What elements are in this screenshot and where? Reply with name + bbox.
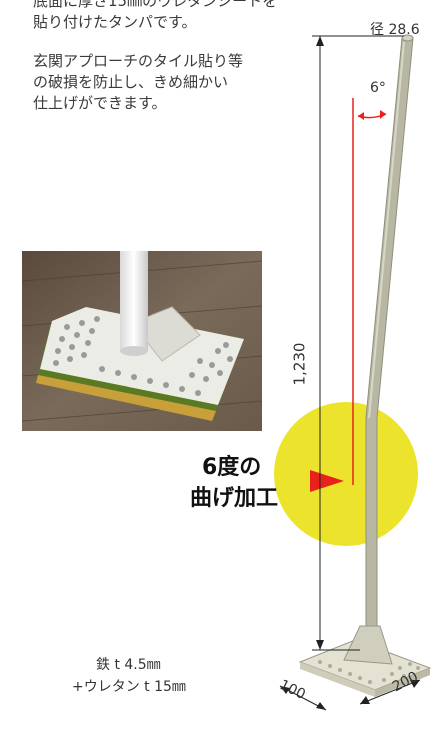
red-triangle-pointer [310, 470, 344, 492]
description-line: 底面に厚さ15㎜のウレタンシートを [33, 0, 278, 10]
bend-callout: 6度の 曲げ加工 [190, 452, 278, 514]
material-spec: 鉄 t 4.5㎜ +ウレタン t 15㎜ [72, 654, 186, 698]
base-plate [298, 625, 432, 697]
description-line: 貼り付けたタンパです。 [33, 13, 197, 31]
material-line: 鉄 t 4.5㎜ [96, 657, 161, 673]
diameter-label: 径 28.6 [370, 22, 420, 38]
description-benefit: 玄関アプローチのタイル貼り等 の破損を防止し、きめ細かい 仕上げができます。 [33, 51, 243, 114]
description-line: 玄関アプローチのタイル貼り等 [33, 52, 244, 70]
callout-line: 曲げ加工 [190, 486, 279, 511]
bend-highlight [274, 402, 418, 546]
description-intro: 底面に厚さ15㎜のウレタンシートを 貼り付けたタンパです。 [33, 0, 277, 33]
callout-line: 6度の [202, 455, 262, 480]
pole [365, 34, 414, 629]
height-label: 1,230 [290, 342, 309, 386]
angle-label: 6° [370, 80, 386, 96]
height-dimension [312, 35, 404, 651]
description-line: 仕上げができます。 [33, 94, 167, 112]
material-line: +ウレタン t 15㎜ [72, 679, 186, 695]
tamper-photo [22, 251, 262, 431]
description-line: の破損を防止し、きめ細かい [33, 73, 229, 91]
